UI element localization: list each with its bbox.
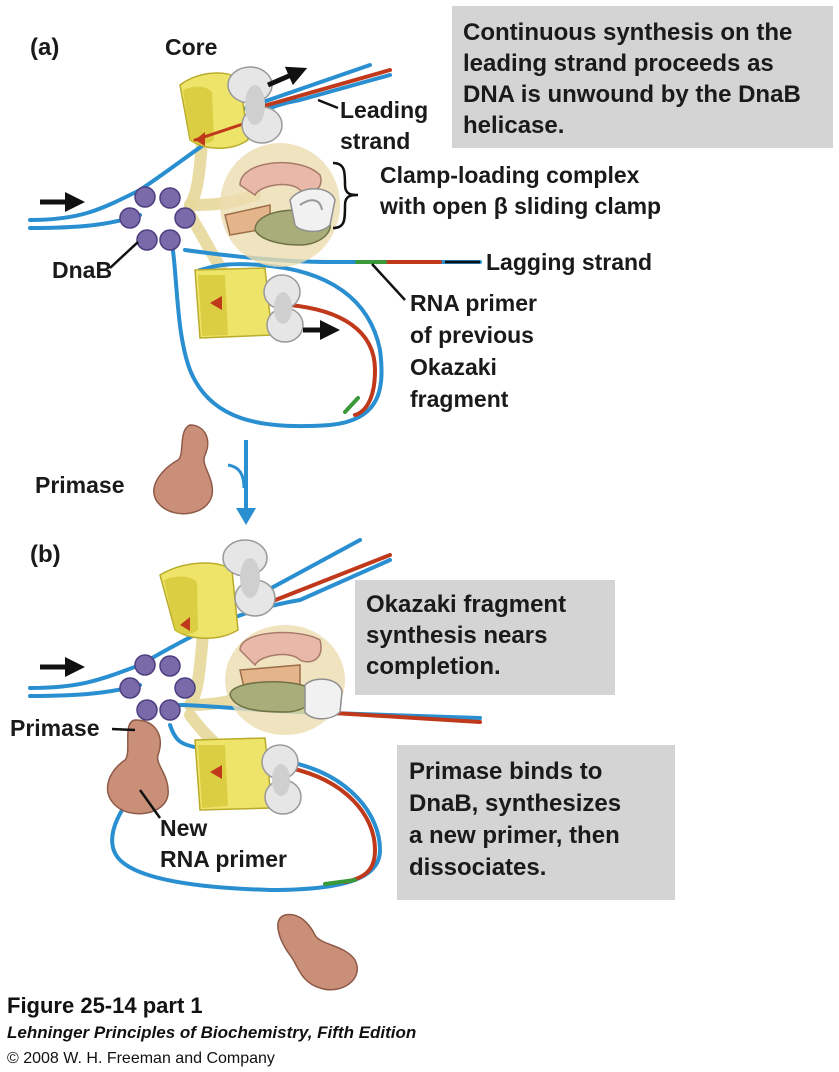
- panel-b-box1-line-1: Okazaki fragment: [366, 591, 566, 618]
- transition-arrow: [227, 440, 256, 525]
- new-primer-label-1: New: [160, 815, 207, 841]
- primase-bound-b: [106, 719, 169, 815]
- panel-b-label: (b): [30, 541, 61, 568]
- dnab-helicase-a: [119, 186, 196, 251]
- leading-strand-label-2: strand: [340, 128, 410, 154]
- caption-copyright: © 2008 W. H. Freeman and Company: [7, 1050, 275, 1067]
- rna-primer-label-1: RNA primer: [410, 290, 537, 316]
- transition: Primase: [35, 424, 256, 525]
- primase-label-b: Primase: [10, 715, 100, 741]
- lagging-core-polymerase-a: [194, 267, 304, 343]
- primase-shape-free-a: [153, 424, 214, 515]
- clamp-loading-complex-a: [220, 143, 340, 267]
- panel-b-box2-line-4: dissociates.: [409, 854, 546, 881]
- lagging-core-polymerase-b: [194, 737, 302, 815]
- panel-a-box-line-4: helicase.: [463, 112, 564, 139]
- new-primer-label-2: RNA primer: [160, 846, 287, 872]
- panel-b: (b) Okazaki fragment synthesis nears com…: [10, 538, 675, 991]
- clamp-loading-complex-b: [225, 625, 345, 735]
- core-label: Core: [165, 34, 217, 60]
- primase-free-b: [277, 913, 358, 991]
- lagging-sliding-clamp-b: [261, 744, 302, 815]
- panel-a-box-line-2: leading strand proceeds as: [463, 50, 774, 77]
- primase-label-a: Primase: [35, 472, 125, 498]
- panel-b-box2-line-2: DnaB, synthesizes: [409, 790, 621, 817]
- leading-strand-label-1: Leading: [340, 97, 428, 123]
- leading-core-polymerase-a: [179, 66, 283, 149]
- panel-b-box2-line-3: a new primer, then: [409, 822, 620, 849]
- dnab-helicase-b: [119, 654, 196, 721]
- figure-caption: Figure 25-14 part 1 Lehninger Principles…: [7, 993, 416, 1067]
- leading-sliding-clamp-a: [227, 66, 283, 144]
- rna-primer-label-4: fragment: [410, 386, 509, 412]
- panel-a-label: (a): [30, 34, 59, 61]
- leading-core-polymerase-b: [159, 539, 276, 639]
- caption-book: Lehninger Principles of Biochemistry, Fi…: [7, 1023, 416, 1042]
- rna-primer-label-2: of previous: [410, 322, 534, 348]
- lagging-sliding-clamp-a: [263, 274, 304, 343]
- panel-a-info-box: Continuous synthesis on the leading stra…: [452, 6, 833, 148]
- panel-b-box2-line-1: Primase binds to: [409, 758, 602, 785]
- clamp-loader-label-2: with open β sliding clamp: [379, 193, 661, 219]
- clamp-loader-label-1: Clamp-loading complex: [380, 162, 640, 188]
- panel-b-info-box-2: Primase binds to DnaB, synthesizes a new…: [397, 745, 675, 900]
- panel-b-info-box-1: Okazaki fragment synthesis nears complet…: [355, 580, 615, 695]
- direction-arrows-a: [40, 66, 340, 340]
- panel-a: (a) Continuous synthesis on the leading …: [28, 6, 833, 429]
- dnab-label: DnaB: [52, 257, 112, 283]
- closed-beta-clamp-b: [304, 678, 343, 720]
- clamp-loader-bracket: [332, 161, 359, 230]
- rna-primer-label-3: Okazaki: [410, 354, 497, 380]
- leading-sliding-clamp-b: [222, 539, 276, 617]
- open-beta-clamp-a: [289, 188, 336, 233]
- lagging-strand-label: Lagging strand: [486, 249, 652, 275]
- panel-b-box1-line-3: completion.: [366, 653, 501, 680]
- caption-title: Figure 25-14 part 1: [7, 993, 203, 1018]
- panel-b-box1-line-2: synthesis nears: [366, 622, 547, 649]
- panel-a-box-line-1: Continuous synthesis on the: [463, 19, 792, 46]
- panel-a-box-line-3: DNA is unwound by the DnaB: [463, 81, 801, 108]
